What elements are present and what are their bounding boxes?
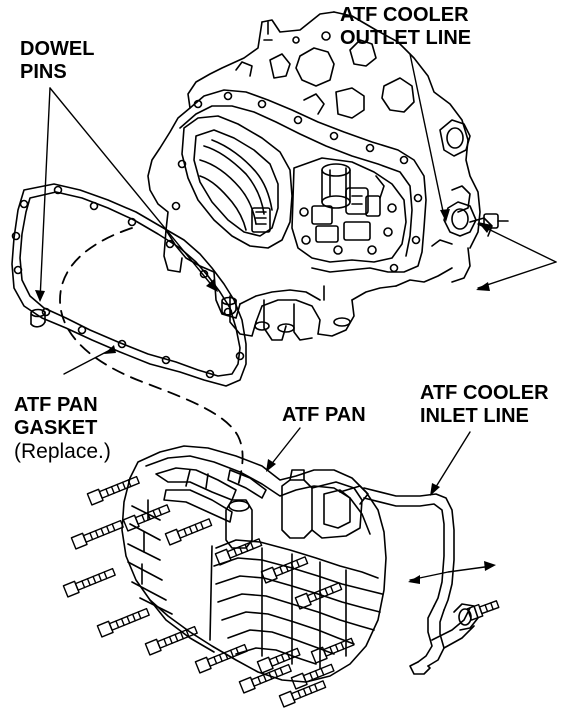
atf-pan-gasket-label-replace-note: (Replace.) xyxy=(14,440,111,463)
dowel-pins-label: DOWEL PINS xyxy=(20,38,94,84)
atf-cooler-outlet-line-label-line-2: OUTLET LINE xyxy=(340,27,472,49)
transmission-case xyxy=(147,11,509,341)
arrow-heads xyxy=(35,209,496,584)
dowel-pins-label-line-1: DOWEL xyxy=(20,38,95,60)
atf-cooler-outlet-line-label: ATF COOLER OUTLET LINE xyxy=(340,4,471,50)
atf-cooler-inlet-line-label: ATF COOLER INLET LINE xyxy=(420,382,549,428)
atf-cooler-inlet-line-label-line-1: ATF COOLER xyxy=(420,382,549,404)
atf-cooler-inlet-line-label-line-2: INLET LINE xyxy=(420,405,529,427)
removal-path-dashed xyxy=(59,227,244,487)
atf-pan-label: ATF PAN xyxy=(282,404,366,426)
atf-pan xyxy=(121,445,387,683)
atf-cooler-outlet-line-label-line-1: ATF COOLER xyxy=(340,4,469,26)
atf-pan-gasket-label-line-1: ATF PAN xyxy=(14,394,98,416)
dowel-pins xyxy=(30,296,237,328)
atf-cooler-inlet-line xyxy=(339,485,479,675)
atf-pan-gasket-label-line-2: GASKET xyxy=(14,417,98,439)
atf-pan-gasket-label: ATF PAN GASKET (Replace.) xyxy=(14,394,111,463)
leader-lines xyxy=(39,53,557,581)
dowel-pins-label-line-2: PINS xyxy=(20,61,67,83)
pan-bolts xyxy=(62,475,500,708)
